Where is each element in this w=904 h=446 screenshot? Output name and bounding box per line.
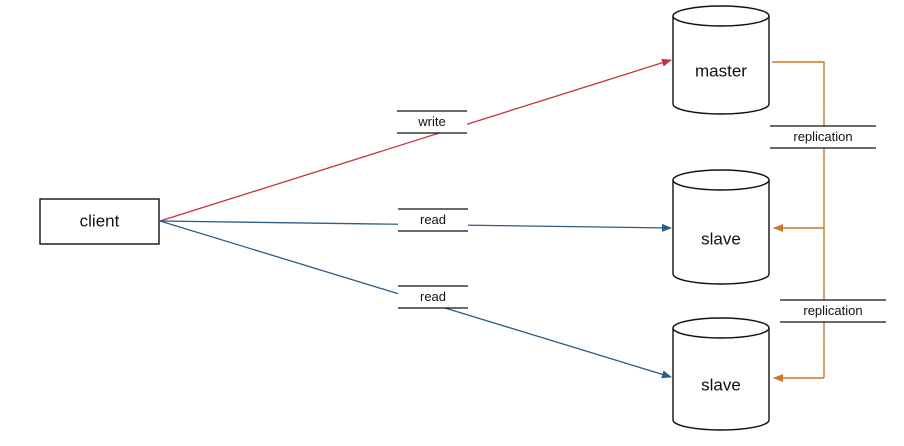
read-label-box-2: read [398,285,468,309]
client-label: client [80,211,120,230]
write-label: write [417,114,445,129]
client-node: client [39,198,160,245]
database-icon [672,328,770,431]
slave-database-node-1: slave [672,169,770,285]
write-label-box: write [397,110,467,134]
replication-label-box-2: replication [780,299,886,323]
replication-label-1: replication [793,129,852,144]
read-label-2: read [420,289,446,304]
replication-label-box-1: replication [770,125,876,149]
slave-label-1: slave [701,229,741,248]
write-edge [159,58,672,222]
replication-label-2: replication [803,303,862,318]
read-label-box-1: read [398,208,468,232]
master-label: master [695,61,747,80]
master-database-node: master [672,5,770,115]
database-icon [672,16,770,115]
replication-trunk [772,61,825,378]
slave-label-2: slave [701,375,741,394]
slave-database-node-2: slave [672,317,770,431]
read-label-1: read [420,212,446,227]
database-icon [672,180,770,285]
